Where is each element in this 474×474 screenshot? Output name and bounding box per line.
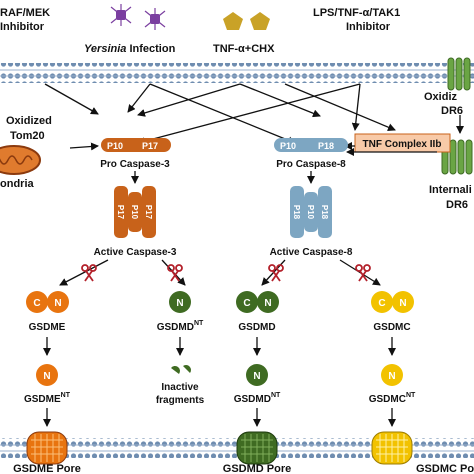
svg-text:P18: P18: [320, 205, 329, 220]
dr6-internalized-label: DR6: [446, 199, 468, 211]
gsdme-n-domain: N: [54, 298, 61, 309]
gsdme-c-domain: C: [33, 298, 40, 309]
gsdme-full-length: C N: [26, 291, 69, 313]
gsdmc-pore-icon: [371, 431, 413, 465]
active-caspase-8-label: Active Caspase-8: [270, 247, 353, 258]
gsdme-label: GSDME: [29, 322, 66, 333]
gsdmc-nt-fragment: N: [381, 364, 403, 386]
lps-tnf-tak1-label-line1: LPS/TNF-α/TAK1: [313, 7, 400, 19]
tnf-complex-iib-label: TNF Complex IIb: [363, 139, 442, 150]
tnf-complex-iib-box: TNF Complex IIb: [354, 133, 451, 153]
oxidized-label: Oxidized: [6, 115, 52, 127]
dr6-receptor-icon: [447, 57, 471, 91]
pro-caspase-3: P10 P17: [101, 138, 171, 152]
svg-text:P17: P17: [144, 205, 153, 220]
gsdmd-pore-icon: [236, 431, 278, 465]
gsdmd-pore-label: GSDMD Pore: [223, 463, 291, 474]
svg-text:P18: P18: [292, 205, 301, 220]
active-caspase-3-label: Active Caspase-3: [94, 247, 177, 258]
gsdme-nt-label: GSDMENT: [24, 392, 71, 405]
scissors-icon: [81, 264, 371, 282]
svg-text:P17: P17: [116, 205, 125, 220]
tom20-label: Tom20: [10, 130, 45, 142]
gsdmd-full-length: C N: [236, 291, 279, 313]
mitochondrion-icon: [0, 145, 41, 175]
pro-caspase-8-label: Pro Caspase-8: [276, 159, 346, 170]
caspase8-p10-label: P10: [280, 141, 296, 151]
active-caspase-3: P17 P10 P17: [114, 186, 156, 238]
tnf-chx-label: TNF-α+CHX: [213, 43, 275, 55]
inactive-fragments-icon: [171, 365, 191, 374]
gsdmc-pore-label: GSDMC Pore: [416, 463, 474, 474]
mitochondria-label: ondria: [0, 178, 34, 190]
pro-caspase-3-label: Pro Caspase-3: [100, 159, 170, 170]
gsdme-pore-label: GSDME Pore: [13, 463, 81, 474]
cleavage-arrows: [59, 259, 381, 286]
gsdmd-nt-fragment-inactive: N: [169, 291, 191, 313]
internalized-label: Internali: [429, 184, 472, 196]
dr6-label: DR6: [441, 105, 463, 117]
tnf-pentagon-icon: [223, 12, 270, 30]
raf-mek-label-line2: Inhibitor: [0, 21, 45, 33]
gsdmc-nt-label: GSDMCNT: [369, 392, 416, 405]
gsdmd-n-domain: N: [264, 298, 271, 309]
gsdme-nt-fragment: N: [36, 364, 58, 386]
gsdmd-c-domain: C: [243, 298, 250, 309]
caspase8-p18-label: P18: [318, 141, 334, 151]
svg-text:P10: P10: [306, 205, 315, 220]
oxidized-dr6-label: Oxidiz: [424, 91, 458, 103]
svg-text:N: N: [253, 371, 260, 382]
svg-text:N: N: [176, 298, 183, 309]
yersinia-bacterium-icon: [110, 4, 166, 30]
pro-caspase-8: P10 P18: [274, 138, 348, 152]
raf-mek-label-line1: RAF/MEK: [0, 7, 50, 19]
gsdmc-full-length: C N: [371, 291, 414, 313]
caspase3-p10-label: P10: [107, 141, 123, 151]
lps-tnf-tak1-label-line2: Inhibitor: [346, 21, 391, 33]
yersinia-infection-label: Yersinia Infection: [84, 43, 176, 55]
top-plasma-membrane: [0, 63, 474, 83]
gsdmd-nt-label-2: GSDMDNT: [234, 392, 281, 405]
gsdmd-nt-label: GSDMDNT: [157, 320, 204, 333]
fragments-label: fragments: [156, 395, 205, 406]
svg-text:P10: P10: [130, 205, 139, 220]
signaling-arrows: [44, 83, 464, 156]
gsdmd-label: GSDMD: [238, 322, 275, 333]
gsdmc-label: GSDMC: [373, 322, 410, 333]
gsdme-pore-icon: [26, 431, 68, 465]
gsdmc-n-domain: N: [399, 298, 406, 309]
svg-text:N: N: [388, 371, 395, 382]
active-caspase-8: P18 P10 P18: [290, 186, 332, 238]
caspase3-p17-label: P17: [142, 141, 158, 151]
gsdmd-nt-fragment: N: [246, 364, 268, 386]
gsdmc-c-domain: C: [378, 298, 385, 309]
inactive-label: Inactive: [161, 382, 199, 393]
svg-text:N: N: [43, 371, 50, 382]
